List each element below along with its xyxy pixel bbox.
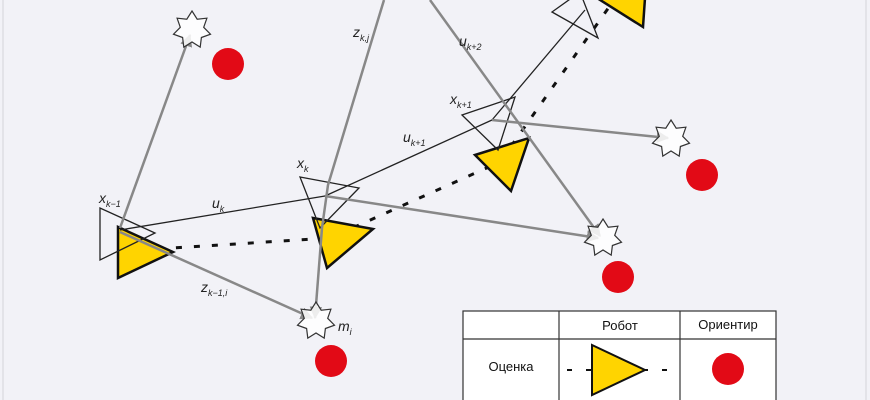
label-u-kp2: uk+2 xyxy=(459,33,482,52)
legend-robot-triangle xyxy=(591,343,648,397)
legend-table: Робот Ориентир Оценка xyxy=(462,310,777,400)
legend-header-landmark: Ориентир xyxy=(698,317,757,332)
measurement-z-km1-i xyxy=(119,230,314,320)
control-u-kp1 xyxy=(324,119,493,197)
label-m-i: mi xyxy=(338,318,353,337)
measurement-line xyxy=(491,118,670,144)
label-z-k-j: zk,j xyxy=(352,24,370,43)
measurement-line xyxy=(324,194,600,243)
robot-estimate-km1 xyxy=(116,225,176,280)
legend-header-robot: Робот xyxy=(602,318,638,333)
measurement-u-kp2 xyxy=(428,0,602,238)
legend-landmark-dot xyxy=(712,353,744,385)
label-z-km1-i: zk−1,i xyxy=(200,279,228,298)
robot-true-kp1 xyxy=(460,95,517,152)
landmark-dot xyxy=(686,159,718,191)
label-x-km1: xk−1 xyxy=(98,190,121,209)
measurement-z-k-j xyxy=(309,0,386,320)
robot-estimate-kp2 xyxy=(597,0,647,30)
landmark-dot xyxy=(212,48,244,80)
estimated-landmark-star-icon xyxy=(172,9,212,49)
landmark-dot xyxy=(602,261,634,293)
robot-estimate-kp1 xyxy=(472,136,531,194)
estimated-landmark-star-icon xyxy=(651,118,691,158)
label-x-k: xk xyxy=(296,155,309,174)
label-u-k: uk xyxy=(212,195,225,214)
measurement-line xyxy=(118,33,193,229)
control-u-k xyxy=(119,195,326,231)
estimated-path xyxy=(139,0,616,252)
robot-true-km1 xyxy=(99,206,157,262)
estimated-landmark-star-icon xyxy=(296,300,336,340)
label-x-kp1: xk+1 xyxy=(449,91,472,110)
estimated-landmark-star-icon xyxy=(583,217,623,257)
legend-row-estimate: Оценка xyxy=(488,359,534,374)
control-u-kp2-seg xyxy=(491,9,586,121)
robot-true-kp2 xyxy=(550,0,600,40)
landmark-dot xyxy=(315,345,347,377)
label-u-kp1: uk+1 xyxy=(403,129,426,148)
